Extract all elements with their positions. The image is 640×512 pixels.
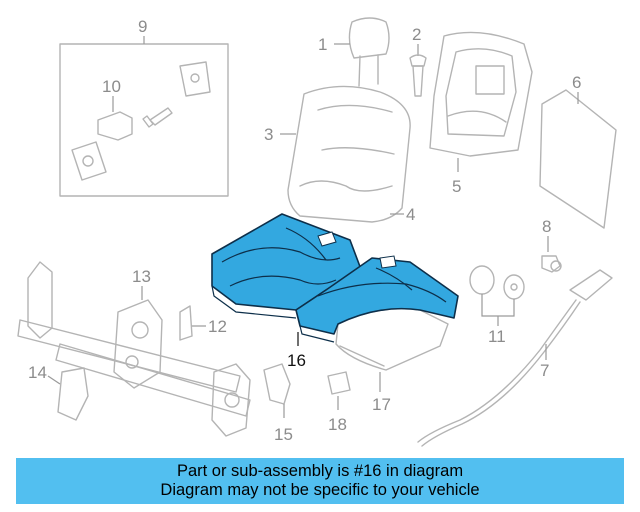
callout-16[interactable]: 16 bbox=[287, 351, 306, 370]
callout-18[interactable]: 18 bbox=[328, 415, 347, 434]
parts-diagram: 1 2 3 4 5 6 7 8 9 10 11 12 13 14 15 16 1… bbox=[17, 17, 617, 447]
callout-11[interactable]: 11 bbox=[488, 327, 506, 346]
info-banner: Part or sub-assembly is #16 in diagram D… bbox=[16, 458, 624, 504]
headrest bbox=[334, 17, 390, 87]
callout-12[interactable]: 12 bbox=[208, 317, 227, 336]
callout-9[interactable]: 9 bbox=[138, 17, 147, 36]
seat-back-frame bbox=[429, 31, 533, 172]
bracket-12 bbox=[179, 305, 206, 341]
seat-back-cover bbox=[280, 85, 411, 223]
bracket-15 bbox=[263, 363, 291, 418]
callout-3[interactable]: 3 bbox=[264, 125, 273, 144]
callout-10[interactable]: 10 bbox=[102, 77, 121, 96]
seat-cushion-highlighted bbox=[211, 213, 459, 346]
callout-8[interactable]: 8 bbox=[542, 217, 551, 236]
cap-discs bbox=[469, 265, 525, 326]
cushion-cover bbox=[335, 307, 449, 392]
callout-6[interactable]: 6 bbox=[572, 73, 581, 92]
callout-4[interactable]: 4 bbox=[406, 205, 415, 224]
release-cable bbox=[417, 269, 613, 447]
hardware-kit-box bbox=[59, 36, 229, 197]
callout-1[interactable]: 1 bbox=[318, 35, 327, 54]
callout-15[interactable]: 15 bbox=[274, 425, 293, 444]
banner-line-2: Diagram may not be specific to your vehi… bbox=[160, 481, 480, 499]
back-panel bbox=[539, 89, 617, 229]
callout-13[interactable]: 13 bbox=[132, 267, 151, 286]
headrest-guide bbox=[409, 44, 427, 97]
callout-17[interactable]: 17 bbox=[372, 395, 391, 414]
banner-line-1: Part or sub-assembly is #16 in diagram bbox=[176, 462, 464, 480]
callout-2[interactable]: 2 bbox=[412, 25, 421, 44]
callout-14[interactable]: 14 bbox=[28, 363, 47, 382]
clip-18 bbox=[327, 371, 351, 410]
callout-5[interactable]: 5 bbox=[452, 177, 461, 196]
bracket-14 bbox=[47, 367, 89, 421]
seat-frame bbox=[17, 261, 251, 437]
callout-7[interactable]: 7 bbox=[540, 361, 549, 380]
clip-8 bbox=[541, 236, 562, 273]
cushion-right-section bbox=[295, 257, 459, 335]
